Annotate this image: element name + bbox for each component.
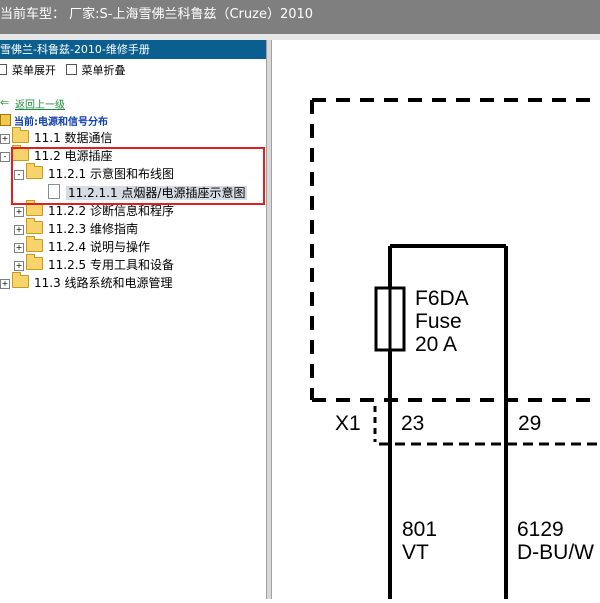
folder-icon bbox=[26, 236, 43, 252]
back-link[interactable]: 返回上一级 bbox=[15, 100, 65, 111]
tree-item[interactable]: +11.2.3 维修指南 bbox=[14, 218, 138, 238]
tree-item-label: 11.2.3 维修指南 bbox=[48, 222, 138, 236]
tree-item-label: 11.2.1.1 点烟器/电源插座示意图 bbox=[66, 186, 248, 200]
wire-a-circuit: 801 bbox=[402, 518, 437, 541]
current-section-label: 当前:电源和信号分布 bbox=[14, 117, 108, 128]
window-title: 当前车型： 厂家:S-上海雪佛兰科鲁兹（Cruze）2010 bbox=[0, 7, 314, 22]
expand-node-icon[interactable]: + bbox=[14, 243, 24, 253]
tree-item[interactable]: +11.2.5 专用工具和设备 bbox=[14, 254, 174, 274]
expand-node-icon[interactable]: + bbox=[0, 279, 10, 289]
expand-menu-label: 菜单展开 bbox=[12, 64, 56, 77]
pane-title: 雪佛兰-科鲁兹-2010-维修手册 bbox=[0, 40, 268, 59]
tree-item-label: 11.1 数据通信 bbox=[34, 131, 113, 145]
tree-item[interactable]: +11.2.2 诊断信息和程序 bbox=[14, 200, 174, 220]
tree-item[interactable]: +11.1 数据通信 bbox=[0, 127, 113, 147]
connector-label: X1 bbox=[335, 412, 361, 435]
expand-icon bbox=[0, 64, 7, 75]
folder-open-icon bbox=[26, 163, 43, 179]
tree-item-label: 11.2.2 诊断信息和程序 bbox=[48, 204, 174, 218]
wire-a-color: VT bbox=[402, 541, 429, 564]
wire-b-color: D-BU/W bbox=[517, 541, 594, 564]
expand-node-icon[interactable]: + bbox=[14, 207, 24, 217]
document-icon bbox=[48, 184, 60, 199]
expand-node-icon[interactable]: + bbox=[0, 134, 10, 144]
highlight-annotation bbox=[11, 147, 265, 205]
tree-item[interactable]: 11.2.1.1 点烟器/电源插座示意图 bbox=[48, 184, 248, 201]
fuse-name: F6DA bbox=[415, 287, 469, 310]
pin-label-a: 23 bbox=[401, 412, 424, 435]
title-underbar bbox=[0, 34, 600, 40]
pane-splitter[interactable] bbox=[266, 40, 272, 599]
back-arrow-icon: ⇐ bbox=[0, 96, 10, 109]
tree-item[interactable]: +11.2.4 说明与操作 bbox=[14, 236, 150, 256]
pin-label-b: 29 bbox=[518, 412, 541, 435]
folder-icon bbox=[12, 272, 29, 288]
tree-item[interactable]: +11.3 线路系统和电源管理 bbox=[0, 272, 173, 292]
wiring-diagram-svg: F6DA Fuse 20 A X1 23 29 801 VT 6129 D-BU… bbox=[310, 98, 600, 599]
tree-item[interactable]: - 11.2.1 示意图和布线图 bbox=[14, 163, 174, 183]
tree-item-label: 11.2 电源插座 bbox=[34, 149, 113, 163]
fuse-type: Fuse bbox=[415, 310, 462, 333]
expand-menu-button[interactable]: 菜单展开 bbox=[0, 62, 56, 78]
folder-icon bbox=[26, 254, 43, 270]
fuse-rating: 20 A bbox=[415, 333, 457, 356]
tree-toolbar: 菜单展开 菜单折叠 bbox=[0, 62, 136, 80]
collapse-node-icon[interactable]: - bbox=[0, 152, 10, 162]
folder-icon bbox=[26, 218, 43, 234]
tree-item-label: 11.2.1 示意图和布线图 bbox=[48, 167, 174, 181]
tree-item-label: 11.2.5 专用工具和设备 bbox=[48, 258, 174, 272]
wiring-diagram: F6DA Fuse 20 A X1 23 29 801 VT 6129 D-BU… bbox=[272, 40, 600, 599]
expand-node-icon[interactable]: + bbox=[14, 225, 24, 235]
current-section: 当前:电源和信号分布 bbox=[0, 113, 108, 128]
collapse-menu-button[interactable]: 菜单折叠 bbox=[65, 62, 126, 78]
expand-node-icon[interactable]: + bbox=[14, 261, 24, 271]
tree-item-label: 11.2.4 说明与操作 bbox=[48, 240, 150, 254]
collapse-menu-label: 菜单折叠 bbox=[81, 64, 126, 77]
tree-item-label: 11.3 线路系统和电源管理 bbox=[34, 276, 173, 290]
window-titlebar: 当前车型： 厂家:S-上海雪佛兰科鲁兹（Cruze）2010 bbox=[0, 0, 600, 34]
collapse-icon bbox=[65, 64, 77, 75]
navigation-pane: 雪佛兰-科鲁兹-2010-维修手册 菜单展开 菜单折叠 ⇐ 返回上一级 当前:电… bbox=[0, 40, 268, 599]
collapse-node-icon[interactable]: - bbox=[14, 170, 24, 180]
back-row: ⇐ 返回上一级 bbox=[0, 96, 65, 111]
folder-icon bbox=[12, 127, 29, 143]
current-folder-icon bbox=[0, 114, 11, 126]
wire-b-circuit: 6129 bbox=[517, 518, 564, 541]
